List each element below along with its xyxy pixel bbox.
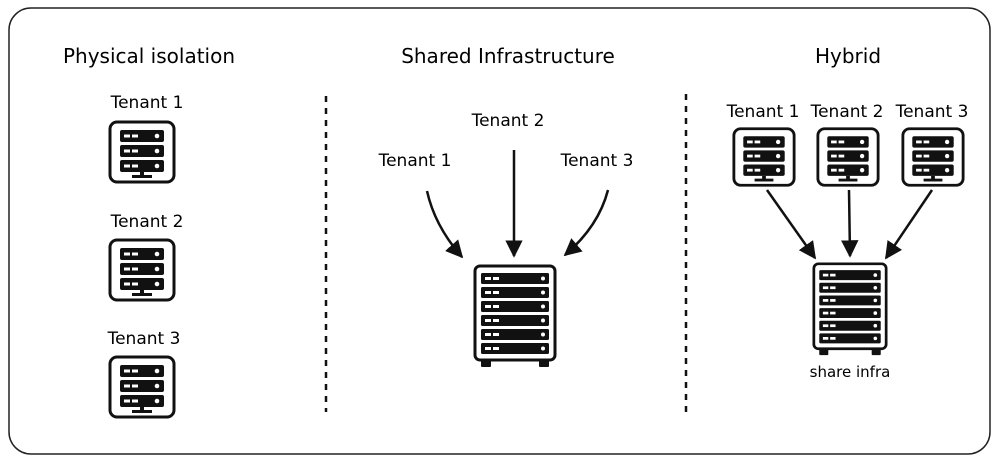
section-shared-infrastructure: Shared Infrastructure Tenant 1 Tenant 2 … bbox=[378, 44, 634, 367]
shared-tenant-1-label: Tenant 1 bbox=[378, 151, 452, 171]
section-title-hybrid: Hybrid bbox=[815, 44, 881, 68]
hybrid-shared-label: share infra bbox=[810, 363, 891, 381]
physical-tenant-1-server-icon bbox=[108, 120, 176, 184]
hybrid-tenant-3-label: Tenant 3 bbox=[895, 102, 969, 122]
section-physical-isolation: Physical isolation Tenant 1 Tenant 2 Ten… bbox=[63, 44, 235, 419]
hybrid-arrow-tenant-1 bbox=[765, 189, 817, 260]
physical-tenant-3-server-icon bbox=[108, 355, 176, 419]
hybrid-tenant-2-server-icon bbox=[816, 127, 880, 187]
shared-arrow-tenant-1 bbox=[425, 190, 464, 259]
hybrid-tenant-3-server-icon bbox=[901, 127, 965, 187]
hybrid-arrow-tenant-2 bbox=[841, 189, 859, 258]
hybrid-tenant-1-server-icon bbox=[732, 127, 796, 187]
hybrid-tenant-1-label: Tenant 1 bbox=[726, 102, 800, 122]
hybrid-arrow-tenant-3 bbox=[884, 189, 934, 260]
hybrid-shared-rack-server-icon bbox=[814, 264, 886, 355]
section-title-physical: Physical isolation bbox=[63, 44, 235, 68]
hybrid-tenant-2-label: Tenant 2 bbox=[810, 102, 884, 122]
physical-tenant-1-label: Tenant 1 bbox=[110, 93, 184, 113]
outer-frame bbox=[8, 7, 991, 455]
section-title-shared: Shared Infrastructure bbox=[401, 44, 615, 68]
physical-tenant-2-server-icon bbox=[108, 238, 176, 302]
physical-tenant-3-label: Tenant 3 bbox=[107, 329, 181, 349]
shared-arrow-tenant-3 bbox=[563, 189, 610, 257]
section-hybrid: Hybrid Tenant 1 Tenant 2 Tenant 3 share … bbox=[726, 44, 969, 381]
shared-rack-server-icon bbox=[475, 266, 555, 367]
shared-tenant-2-label: Tenant 2 bbox=[471, 111, 545, 131]
shared-tenant-3-label: Tenant 3 bbox=[560, 151, 634, 171]
physical-tenant-2-label: Tenant 2 bbox=[110, 212, 184, 232]
